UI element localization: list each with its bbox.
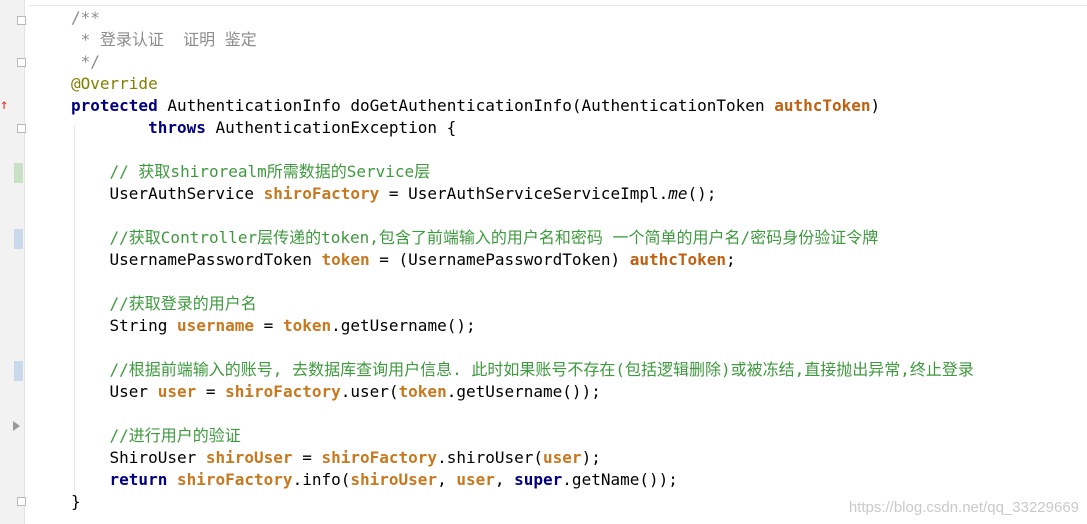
- code-token: shiroFactory: [263, 184, 380, 203]
- code-line[interactable]: //进行用户的验证: [71, 425, 241, 447]
- fold-icon[interactable]: [17, 16, 26, 25]
- code-token: UserAuthService: [71, 184, 264, 203]
- editor-gutter: ↑: [0, 0, 26, 524]
- vcs-change-marker[interactable]: [14, 229, 23, 249]
- code-token: ;: [726, 250, 736, 269]
- fold-icon[interactable]: [17, 497, 26, 506]
- code-token: * 登录认证 证明 鉴定: [71, 30, 257, 49]
- code-line[interactable]: @Override: [71, 73, 158, 95]
- code-token: authcToken: [629, 250, 727, 269]
- code-token: user: [543, 448, 582, 467]
- code-token: token: [398, 382, 447, 401]
- expand-triangle-icon[interactable]: [13, 421, 20, 431]
- code-token: user: [456, 470, 495, 489]
- code-token: return: [109, 470, 168, 489]
- code-token: .getName());: [562, 470, 678, 489]
- code-token: user: [157, 382, 197, 401]
- code-line[interactable]: // 获取shirorealm所需数据的Service层: [71, 161, 431, 183]
- code-token: shiroUser: [205, 448, 293, 467]
- code-line[interactable]: return shiroFactory.info(shiroUser, user…: [71, 469, 678, 491]
- code-token: UsernamePasswordToken: [71, 250, 322, 269]
- code-token: User: [71, 382, 158, 401]
- code-token: // 获取shirorealm所需数据的Service层: [71, 162, 431, 181]
- code-token: = UserAuthServiceServiceImpl.: [379, 184, 669, 203]
- code-line[interactable]: User user = shiroFactory.user(token.getU…: [71, 381, 601, 403]
- code-token: .getUsername());: [446, 382, 601, 401]
- code-token: shiroFactory: [176, 470, 293, 489]
- code-line[interactable]: //获取登录的用户名: [71, 293, 257, 315]
- code-token: .shiroUser(: [437, 448, 544, 467]
- code-line[interactable]: //根据前端输入的账号, 去数据库查询用户信息. 此时如果账号不存在(包括逻辑删…: [71, 359, 974, 381]
- code-line[interactable]: UserAuthService shiroFactory = UserAuthS…: [71, 183, 717, 205]
- code-token: ,: [437, 470, 457, 489]
- code-token: token: [282, 316, 332, 335]
- code-token: ,: [494, 470, 515, 489]
- code-token: username: [176, 316, 255, 335]
- code-token: //获取登录的用户名: [71, 294, 257, 313]
- code-line[interactable]: //获取Controller层传递的token,包含了前端输入的用户名和密码 一…: [71, 227, 879, 249]
- code-token: throws: [148, 118, 206, 137]
- code-token: authcToken: [774, 96, 871, 115]
- code-token: =: [196, 382, 226, 401]
- code-token: //获取Controller层传递的token,包含了前端输入的用户名和密码 一…: [71, 228, 879, 247]
- code-token: String: [71, 316, 177, 335]
- code-token: /**: [71, 8, 100, 27]
- indent-guide: [74, 126, 75, 491]
- code-token: shiroFactory: [321, 448, 438, 467]
- code-line[interactable]: ShiroUser shiroUser = shiroFactory.shiro…: [71, 447, 601, 469]
- code-token: [167, 470, 177, 489]
- code-token: protected: [71, 96, 158, 115]
- code-token: ();: [687, 184, 717, 203]
- code-token: //进行用户的验证: [71, 426, 241, 445]
- vcs-change-marker[interactable]: [14, 361, 23, 381]
- code-token: );: [581, 448, 601, 467]
- code-token: =: [254, 316, 283, 335]
- code-line[interactable]: protected AuthenticationInfo doGetAuthen…: [71, 95, 880, 117]
- code-token: .info(: [292, 470, 351, 489]
- code-token: shiroFactory: [225, 382, 341, 401]
- code-token: token: [321, 250, 370, 269]
- vcs-change-marker[interactable]: [14, 163, 23, 183]
- code-token: ): [870, 96, 881, 115]
- code-token: super: [514, 470, 563, 489]
- code-token: ShiroUser: [71, 448, 206, 467]
- code-token: }: [71, 492, 81, 511]
- watermark: https://blog.csdn.net/qq_33229669: [848, 499, 1079, 516]
- code-line[interactable]: * 登录认证 证明 鉴定: [71, 29, 257, 51]
- code-token: [71, 470, 110, 489]
- code-line[interactable]: /**: [71, 7, 100, 29]
- code-token: */: [71, 52, 100, 71]
- code-token: =: [292, 448, 322, 467]
- code-line[interactable]: }: [71, 491, 81, 513]
- code-token: .user(: [340, 382, 399, 401]
- fold-icon[interactable]: [17, 58, 26, 67]
- fold-icon[interactable]: [17, 124, 26, 133]
- code-token: .getUsername();: [331, 316, 476, 335]
- code-token: AuthenticationException {: [205, 118, 457, 137]
- code-line[interactable]: */: [71, 51, 100, 73]
- code-token: me: [668, 184, 688, 203]
- code-line[interactable]: String username = token.getUsername();: [71, 315, 476, 337]
- override-arrow-icon[interactable]: ↑: [0, 97, 9, 113]
- code-token: [71, 118, 148, 137]
- code-token: shiroUser: [350, 470, 438, 489]
- code-token: AuthenticationInfo doGetAuthenticationIn…: [157, 96, 775, 115]
- code-token: //根据前端输入的账号, 去数据库查询用户信息. 此时如果账号不存在(包括逻辑删…: [71, 360, 974, 379]
- code-token: = (UsernamePasswordToken): [369, 250, 630, 269]
- editor-top-border: [30, 5, 1087, 6]
- code-line[interactable]: UsernamePasswordToken token = (UsernameP…: [71, 249, 736, 271]
- code-line[interactable]: throws AuthenticationException {: [71, 117, 456, 139]
- code-token: @Override: [71, 74, 158, 93]
